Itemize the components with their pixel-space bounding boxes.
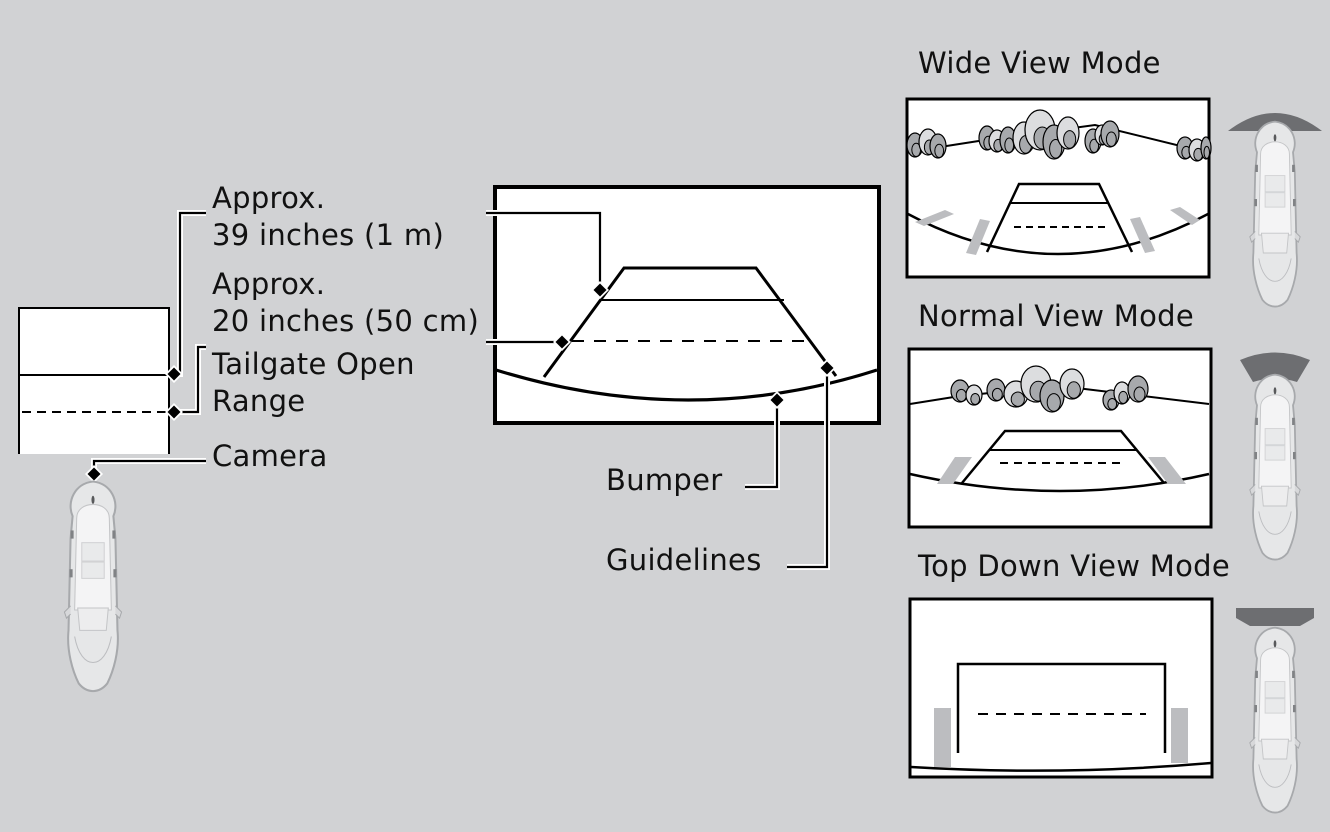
distance-1m-label-line2: 39 inches (1 m) [212, 218, 445, 252]
tree-trunk-shadow [1049, 138, 1063, 159]
normal-view-screen [907, 347, 1310, 529]
range-area-border [18, 307, 170, 454]
parking-mark [1171, 708, 1188, 763]
tree-trunk-shadow [1010, 391, 1025, 407]
parking-mark [966, 219, 990, 255]
top-down-view-mode-title: Top Down View Mode [918, 549, 1230, 583]
top-down-view-icon [1236, 608, 1314, 626]
guideline-trapezoid [542, 266, 838, 378]
leader-1m [486, 211, 602, 290]
distance-1m-label-line1: Approx. [212, 181, 326, 215]
parking-mark [934, 708, 951, 767]
tree-trunk-shadow [970, 393, 981, 405]
top-down-screen-frame [908, 597, 1214, 779]
wide-bumper-curve [907, 212, 1209, 256]
distance-1m-callout: Approx. 39 inches (1 m) [212, 180, 444, 254]
marker-camera [87, 467, 101, 481]
wide-guideline [985, 182, 1134, 253]
normal-view-mode-title: Normal View Mode [918, 299, 1194, 333]
tailgate-range-callout: Tailgate Open Range [212, 346, 415, 420]
camera-screen-frame [493, 185, 881, 425]
marker-1m-left [167, 367, 181, 381]
distance-50cm-label-line2: 20 inches (50 cm) [212, 304, 480, 338]
center-camera-screen [486, 185, 881, 570]
tree-trunk-shadow [1203, 145, 1210, 159]
tree-trunk-shadow [1046, 393, 1061, 412]
wide-view-screen [905, 97, 1322, 279]
camera-label: Camera [212, 439, 328, 473]
marker-50cm [555, 335, 569, 349]
distance-50cm-callout: Approx. 20 inches (50 cm) [212, 266, 479, 340]
tree-trunk-shadow [1089, 138, 1100, 153]
wide-view-mode-title: Wide View Mode [918, 46, 1161, 80]
marker-bumper [770, 393, 784, 407]
guidelines-label: Guidelines [606, 543, 762, 577]
normal-guideline [961, 429, 1165, 484]
marker-tailgate [167, 405, 181, 419]
parking-mark [1130, 217, 1155, 253]
distance-50cm-label-line1: Approx. [212, 267, 326, 301]
tree-trunk-shadow [1133, 386, 1146, 402]
tree-trunk-shadow [955, 388, 967, 402]
vehicle-top-view-icon [63, 480, 123, 693]
vehicle-top-view-icon [1248, 373, 1302, 561]
bumper-label: Bumper [606, 463, 723, 497]
parking-mark [915, 210, 954, 226]
leader-tailgate [175, 345, 206, 414]
marker-guidelines [820, 361, 834, 375]
normal-screen-frame [907, 347, 1213, 529]
parking-mark [1148, 457, 1186, 484]
marker-1m [593, 283, 607, 297]
tree-trunk-shadow [1118, 390, 1129, 404]
tree-trunk-shadow [934, 143, 945, 158]
tree-trunk-shadow [1063, 130, 1077, 149]
tree-trunk-shadow [991, 387, 1003, 401]
tree-trunk-shadow [1105, 131, 1117, 147]
vehicle-top-view-icon [1248, 120, 1302, 308]
vehicle-top-view-icon [1248, 626, 1302, 814]
top-down-guideline [956, 662, 1167, 753]
tree-trunk-shadow [1066, 381, 1081, 399]
normal-view-fan-icon [1240, 352, 1310, 382]
left-scene [18, 210, 206, 483]
tailgate-label-line2: Range [212, 384, 306, 418]
range-area [19, 308, 169, 454]
tree-trunk-shadow [1004, 137, 1015, 153]
parking-mark [1170, 207, 1200, 225]
leader-guidelines [787, 368, 829, 569]
top-down-bumper-curve [910, 761, 1212, 772]
leader-camera-halo [91, 458, 206, 474]
top-down-view-screen [908, 597, 1314, 779]
leader-bumper [745, 400, 779, 489]
tailgate-label-line1: Tailgate Open [212, 347, 415, 381]
tree-trunk-shadow [1107, 398, 1118, 410]
parking-mark [937, 457, 972, 484]
